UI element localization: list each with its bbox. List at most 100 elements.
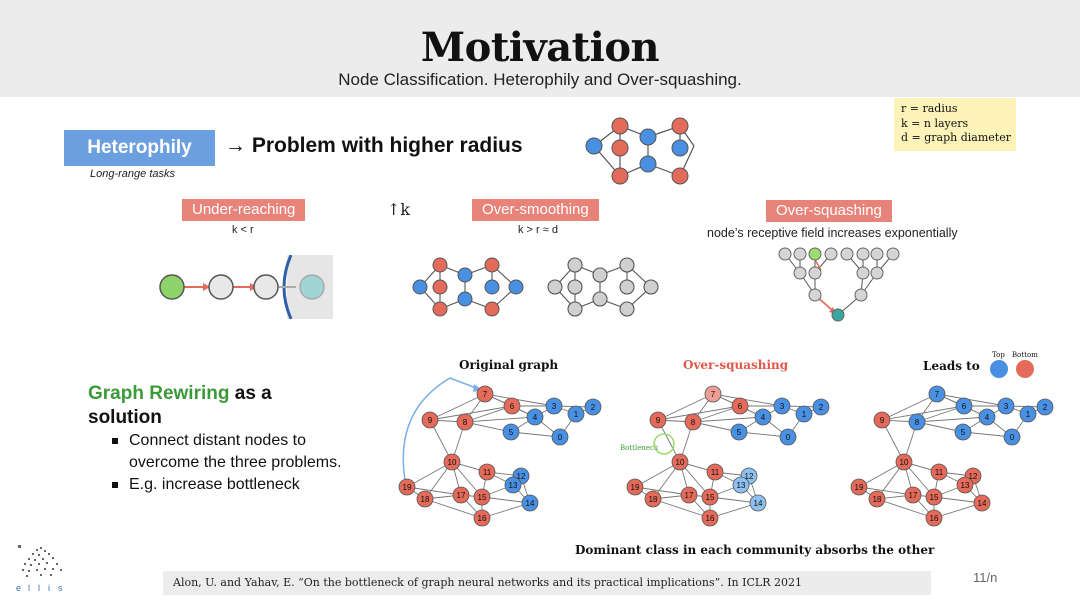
svg-text:8: 8 [691, 418, 696, 427]
svg-text:15: 15 [930, 493, 939, 502]
source-node [159, 274, 185, 300]
graph-node [611, 117, 629, 135]
svg-text:13: 13 [509, 481, 518, 490]
svg-text:0: 0 [558, 433, 563, 442]
over-squashing-condition: node’s receptive field increases exponen… [707, 226, 958, 240]
svg-text:17: 17 [685, 491, 694, 500]
svg-text:16: 16 [930, 514, 939, 523]
rewiring-heading-green: Graph Rewiring [88, 383, 230, 404]
svg-text:18: 18 [421, 495, 430, 504]
svg-text:l: l [28, 583, 30, 593]
over-smoothing-diagram [412, 257, 659, 317]
over-smoothing-condition: k > r ≈ d [518, 224, 558, 236]
svg-text:7: 7 [483, 390, 488, 399]
graph-node [208, 274, 234, 300]
svg-text:8: 8 [463, 418, 468, 427]
graph-node [585, 137, 603, 155]
svg-text:e: e [16, 583, 21, 593]
svg-text:1: 1 [574, 410, 579, 419]
svg-text:9: 9 [880, 416, 885, 425]
svg-text:2: 2 [1043, 403, 1048, 412]
bottleneck-label: Bottleneck [620, 444, 659, 452]
legend-radius: r = radius [901, 102, 958, 115]
slide-title: Motivation [420, 24, 660, 71]
svg-text:18: 18 [649, 495, 658, 504]
heterophily-badge: Heterophily [64, 130, 215, 166]
graph-node [671, 117, 689, 135]
over-squashing-graph-title: Over-squashing [683, 358, 789, 372]
svg-text:1: 1 [802, 410, 807, 419]
svg-text:12: 12 [517, 472, 526, 481]
svg-text:14: 14 [526, 499, 535, 508]
legend-diameter: d = graph diameter [901, 131, 1011, 144]
graph-node [611, 167, 629, 185]
target-node [299, 274, 325, 300]
svg-text:6: 6 [738, 402, 743, 411]
svg-text:4: 4 [761, 413, 766, 422]
svg-text:4: 4 [533, 413, 538, 422]
svg-text:16: 16 [706, 514, 715, 523]
svg-text:3: 3 [1004, 402, 1009, 411]
class-legend-swatches [990, 360, 1034, 378]
svg-text:13: 13 [961, 481, 970, 490]
citation-footer: Alon, U. and Yahav, E. “On the bottlenec… [163, 571, 931, 595]
svg-text:17: 17 [909, 491, 918, 500]
svg-text:5: 5 [961, 428, 966, 437]
svg-text:16: 16 [478, 514, 487, 523]
rewiring-bullet-list: Connect distant nodes to overcome the th… [110, 430, 350, 496]
svg-text:12: 12 [969, 472, 978, 481]
svg-text:1: 1 [1026, 410, 1031, 419]
svg-text:10: 10 [900, 458, 909, 467]
over-squashing-label: Over-squashing [766, 200, 892, 222]
graph-node [639, 128, 657, 146]
svg-text:13: 13 [737, 481, 746, 490]
svg-text:12: 12 [745, 472, 754, 481]
increase-k-arrow: ↑k [387, 200, 411, 219]
leads-to-title: Leads to [923, 359, 980, 373]
graph-node [611, 139, 629, 157]
svg-text:2: 2 [819, 403, 824, 412]
svg-text:s: s [58, 583, 63, 593]
graph-node [253, 274, 279, 300]
graphs-caption: Dominant class in each community absorbs… [575, 543, 935, 557]
legend-layers: k = n layers [901, 116, 969, 130]
heterophily-graph-diagram [585, 117, 695, 185]
svg-text:i: i [48, 583, 50, 593]
svg-text:15: 15 [478, 493, 487, 502]
over-squashing-tree-diagram [778, 247, 900, 322]
bottom-class-label: Bottom [1012, 351, 1038, 359]
ellis-logo: e l l i s [16, 545, 63, 593]
graph-node [671, 139, 689, 157]
svg-text:11: 11 [935, 468, 944, 477]
svg-text:9: 9 [656, 416, 661, 425]
rewiring-heading: Graph Rewiring as a solution [88, 382, 308, 430]
header-band [0, 0, 1080, 97]
svg-text:6: 6 [510, 402, 515, 411]
svg-text:0: 0 [1010, 433, 1015, 442]
svg-text:8: 8 [915, 418, 920, 427]
svg-text:10: 10 [676, 458, 685, 467]
svg-text:3: 3 [780, 402, 785, 411]
svg-text:17: 17 [457, 491, 466, 500]
svg-text:19: 19 [631, 483, 640, 492]
svg-text:4: 4 [985, 413, 990, 422]
under-reaching-diagram [159, 255, 333, 319]
svg-text:l: l [38, 583, 40, 593]
svg-text:11: 11 [483, 468, 492, 477]
svg-text:10: 10 [448, 458, 457, 467]
svg-text:19: 19 [855, 483, 864, 492]
svg-text:2: 2 [591, 403, 596, 412]
under-reaching-label: Under-reaching [182, 199, 306, 221]
svg-text:11: 11 [711, 468, 720, 477]
rewiring-bullet: E.g. increase bottleneck [110, 474, 350, 496]
svg-text:14: 14 [978, 499, 987, 508]
problem-statement: → Problem with higher radius [225, 134, 523, 157]
under-reaching-condition: k < r [232, 224, 254, 236]
svg-text:5: 5 [737, 428, 742, 437]
svg-text:19: 19 [403, 483, 412, 492]
slide-subtitle: Node Classification. Heterophily and Ove… [338, 70, 742, 89]
